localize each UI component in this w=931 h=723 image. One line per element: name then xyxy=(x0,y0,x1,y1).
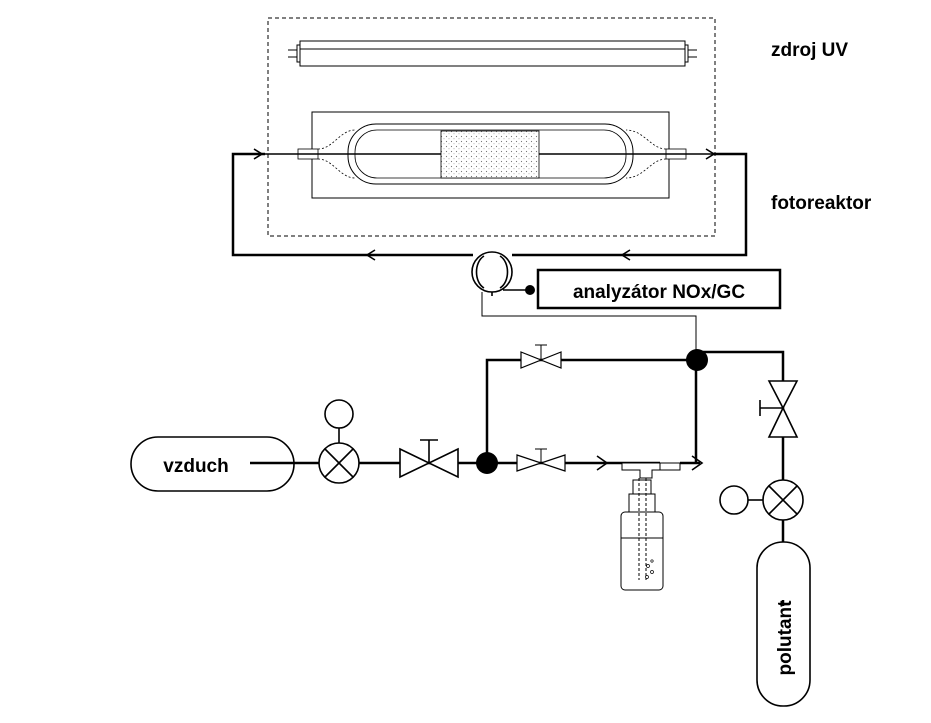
humid-air-valve-icon xyxy=(516,448,566,472)
air-flow-controller-icon xyxy=(318,428,360,484)
air-pressure-gauge-icon xyxy=(324,399,354,429)
pollutant-cylinder xyxy=(756,541,811,707)
air-valve-icon xyxy=(399,439,459,479)
uv-chamber-enclosure xyxy=(267,17,716,237)
photoreactor-label: fotoreaktor xyxy=(771,193,872,214)
catalyst-bed xyxy=(440,130,540,179)
reactor-loop-line xyxy=(231,148,748,261)
uv-source-label: zdroj UV xyxy=(771,40,848,61)
mixing-junction xyxy=(686,349,708,371)
pollutant-pressure-gauge-icon xyxy=(719,485,749,515)
photoreactor-icon xyxy=(260,111,720,199)
analyzer-box xyxy=(536,268,782,310)
humidifier-bubbler-icon xyxy=(620,462,681,591)
sampling-valve-icon xyxy=(471,251,535,296)
bypass-sample-line xyxy=(481,292,697,352)
uv-lamp-icon xyxy=(288,40,697,67)
pollutant-label: polutant xyxy=(775,600,796,676)
dry-air-branch-line xyxy=(485,358,696,463)
pollutant-flow-controller-icon xyxy=(748,479,804,521)
pollutant-valve-icon xyxy=(759,380,799,438)
analyzer-label: analyzátor NOx/GC xyxy=(573,282,745,303)
dry-air-valve-icon xyxy=(520,344,562,369)
air-label: vzduch xyxy=(163,456,228,477)
